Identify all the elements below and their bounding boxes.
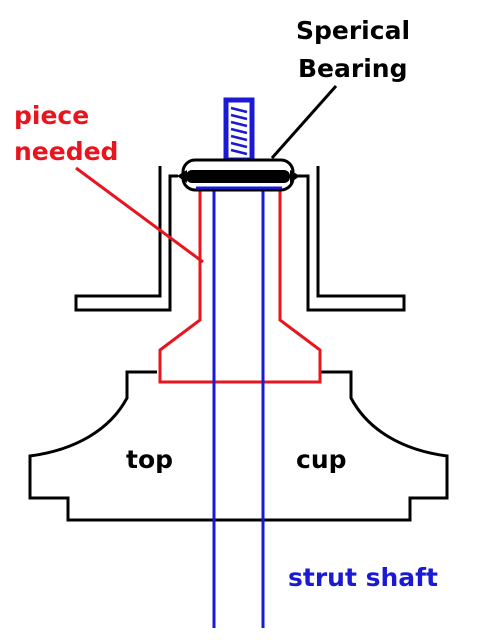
bearing-label-line2: Bearing (298, 54, 408, 83)
piece-leader-line (75, 166, 204, 264)
top-cup-outline (28, 370, 449, 522)
piece-label-line1: piece (14, 101, 90, 130)
spherical-bearing (177, 158, 300, 192)
upper-mount-right-flange (298, 166, 406, 312)
piece-label-line2: needed (14, 137, 119, 166)
upper-mount-left-flange (74, 166, 178, 312)
bearing-leader-line (270, 85, 338, 159)
bearing-label-line1: Sperical (296, 16, 411, 45)
threaded-stud (223, 97, 255, 163)
cup-label: cup (296, 445, 347, 474)
piece-needed-bushing (158, 186, 322, 384)
top-label: top (126, 445, 174, 474)
strut-shaft-label: strut shaft (288, 563, 438, 592)
